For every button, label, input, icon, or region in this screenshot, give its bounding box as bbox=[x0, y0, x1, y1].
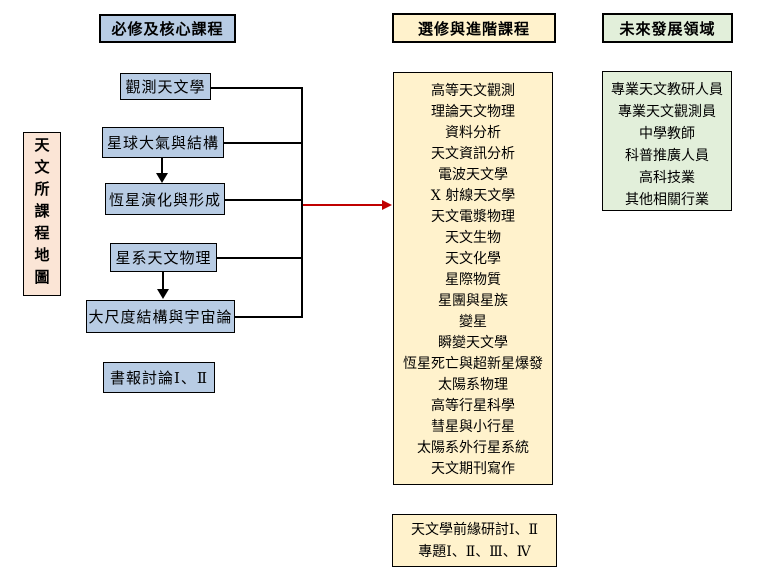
down-arrow-1-head-icon bbox=[156, 173, 168, 183]
future-field-item: 其他相關行業 bbox=[625, 192, 709, 208]
header-elective-advanced-courses: 選修與進階課程 bbox=[392, 13, 556, 43]
galactic-astrophysics-box: 星系天文物理 bbox=[110, 243, 217, 272]
down-arrow-2-head-icon bbox=[157, 289, 169, 299]
stellar-evolution-formation-box: 恆星演化與形成 bbox=[105, 183, 225, 215]
future-field-item: 中學教師 bbox=[639, 126, 695, 142]
header-required-core-courses: 必修及核心課程 bbox=[99, 14, 236, 43]
planetary-atmospheres-structure-box: 星球大氣與結構 bbox=[102, 127, 224, 158]
future-field-item: 專業天文觀測員 bbox=[618, 104, 716, 120]
elective-course-item: 變星 bbox=[459, 314, 487, 330]
capstone-course-item: 專題Ⅰ、Ⅱ、Ⅲ、Ⅳ bbox=[418, 544, 531, 560]
down-arrow-1-line bbox=[161, 158, 163, 174]
elective-course-item: 天文資訊分析 bbox=[431, 146, 515, 162]
elective-course-item: 瞬變天文學 bbox=[438, 335, 508, 351]
red-arrow-head-icon bbox=[382, 200, 392, 210]
connector-line-5 bbox=[235, 316, 303, 318]
down-arrow-2-line bbox=[162, 272, 164, 290]
elective-course-item: X 射線天文學 bbox=[430, 188, 516, 204]
header-future-development-fields: 未來發展領域 bbox=[602, 13, 733, 43]
elective-course-item: 彗星與小行星 bbox=[431, 419, 515, 435]
elective-course-item: 星團與星族 bbox=[438, 293, 508, 309]
connector-line-2 bbox=[224, 142, 303, 144]
connector-line-1 bbox=[211, 87, 303, 89]
elective-course-item: 天文期刊寫作 bbox=[431, 461, 515, 477]
seminar-courses-box: 書報討論Ⅰ、Ⅱ bbox=[103, 362, 215, 393]
elective-course-item: 資料分析 bbox=[445, 125, 501, 141]
elective-course-item: 天文生物 bbox=[445, 230, 501, 246]
connector-line-3 bbox=[225, 199, 303, 201]
future-field-item: 高科技業 bbox=[639, 170, 695, 186]
elective-course-item: 太陽系外行星系統 bbox=[417, 440, 529, 456]
map-title-box: 天文所課程地圖 bbox=[23, 132, 61, 296]
future-fields-panel: 專業天文教研人員專業天文觀測員中學教師科普推廣人員高科技業其他相關行業 bbox=[602, 71, 732, 211]
observational-astronomy-box: 觀測天文學 bbox=[120, 73, 211, 100]
elective-course-item: 太陽系物理 bbox=[438, 377, 508, 393]
large-scale-structure-cosmology-box: 大尺度結構與宇宙論 bbox=[86, 300, 235, 333]
future-field-item: 專業天文教研人員 bbox=[611, 82, 723, 98]
elective-course-item: 電波天文學 bbox=[438, 167, 508, 183]
capstone-course-item: 天文學前緣研討Ⅰ、Ⅱ bbox=[410, 522, 539, 538]
trunk-line bbox=[301, 87, 303, 318]
elective-course-item: 高等行星科學 bbox=[431, 398, 515, 414]
elective-course-item: 高等天文觀測 bbox=[431, 83, 515, 99]
elective-course-item: 天文電漿物理 bbox=[431, 209, 515, 225]
future-field-item: 科普推廣人員 bbox=[625, 148, 709, 164]
elective-course-item: 恆星死亡與超新星爆發 bbox=[403, 356, 543, 372]
elective-course-item: 星際物質 bbox=[445, 272, 501, 288]
elective-course-item: 天文化學 bbox=[445, 251, 501, 267]
capstone-courses-panel: 天文學前緣研討Ⅰ、Ⅱ 專題Ⅰ、Ⅱ、Ⅲ、Ⅳ bbox=[392, 514, 557, 567]
elective-courses-panel: 高等天文觀測理論天文物理資料分析天文資訊分析電波天文學 X 射線天文學天文電漿物理… bbox=[393, 72, 553, 485]
connector-line-4 bbox=[217, 257, 303, 259]
red-arrow-line bbox=[303, 204, 382, 206]
elective-course-item: 理論天文物理 bbox=[431, 104, 515, 120]
